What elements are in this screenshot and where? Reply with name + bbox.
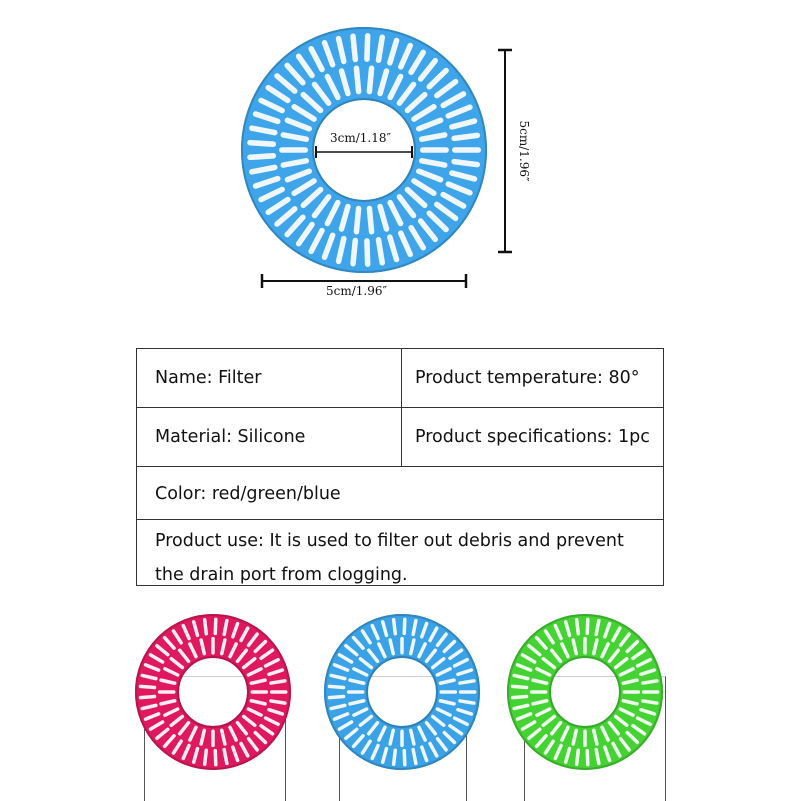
width-marker	[260, 274, 468, 288]
height-marker	[498, 48, 512, 254]
spec-table: Name: Filter Product temperature: 80° Ma…	[136, 348, 664, 586]
spec-row-material: Material: Silicone Product specification…	[137, 408, 663, 467]
green-filter-image	[507, 614, 663, 770]
use-line-2: the drain port from clogging.	[155, 565, 408, 585]
use-line-1: Product use: It is used to filter out de…	[155, 531, 624, 551]
material-cell: Material: Silicone	[155, 427, 306, 447]
main-filter-diagram	[241, 27, 512, 288]
spec-row-use: Product use: It is used to filter out de…	[137, 520, 663, 586]
color-variants	[135, 614, 663, 770]
spec-row-color: Color: red/green/blue	[137, 467, 663, 520]
color-cell: Color: red/green/blue	[155, 484, 341, 504]
spec-row-name: Name: Filter Product temperature: 80°	[137, 349, 663, 408]
main-filter-image	[241, 27, 487, 273]
red-filter-image	[135, 614, 291, 770]
name-cell: Name: Filter	[155, 368, 262, 388]
use-cell: Product use: It is used to filter out de…	[137, 520, 663, 592]
specification-cell: Product specifications: 1pc	[401, 408, 663, 466]
inner-diameter-label: 3cm/1.18″	[330, 131, 391, 145]
blue-filter-image	[324, 614, 480, 770]
height-label: 5cm/1.96″	[517, 120, 531, 182]
width-label: 5cm/1.96″	[326, 284, 387, 298]
inner-diameter-marker	[315, 146, 413, 158]
temperature-cell: Product temperature: 80°	[401, 349, 663, 407]
